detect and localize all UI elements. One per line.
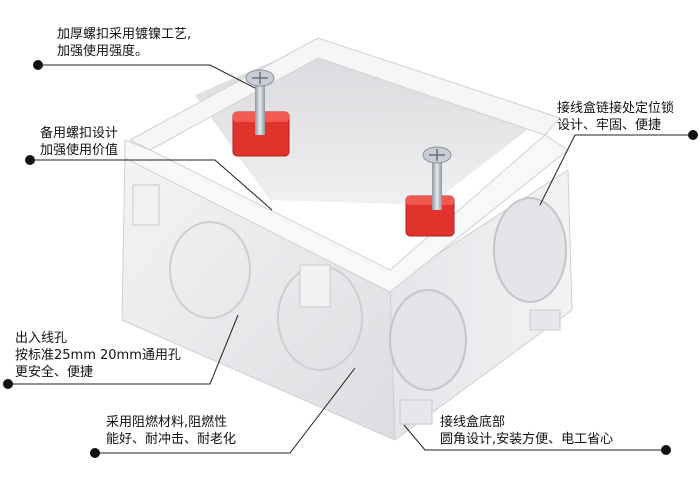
callout-text: 按标准25mm 20mm通用孔 bbox=[15, 348, 181, 363]
callout-spare-screw: 备用螺扣设计 加强使用价值 bbox=[40, 125, 118, 159]
callout-text: 更安全、便捷 bbox=[15, 365, 94, 380]
callout-screw-top: 加厚螺扣采用镀镍工艺, 加强使用强度。 bbox=[57, 26, 191, 60]
callout-lines bbox=[3, 60, 698, 458]
callout-text: 能好、耐冲击、耐老化 bbox=[106, 432, 237, 447]
callout-dot bbox=[25, 155, 35, 165]
callout-line-bottom bbox=[403, 424, 666, 451]
callout-text: 采用阻燃材料,阻燃性 bbox=[106, 415, 228, 430]
callout-line-holes bbox=[8, 314, 239, 385]
screw-shaft bbox=[432, 158, 442, 210]
box-inner bbox=[195, 42, 540, 205]
side-clip bbox=[399, 399, 433, 425]
callout-text: 加强使用价值 bbox=[40, 143, 119, 158]
side-clip bbox=[132, 184, 160, 226]
screw-assembly-left bbox=[232, 69, 290, 157]
callout-text: 接线盒链接处定位锁 bbox=[557, 101, 675, 116]
callout-bottom: 接线盒底部 圆角设计,安装方便、电工省心 bbox=[440, 414, 613, 448]
knockout-hole bbox=[169, 221, 251, 319]
screw-shaft bbox=[255, 80, 265, 135]
screw-assembly-right bbox=[405, 146, 455, 237]
callout-text: 加强使用强度。 bbox=[57, 44, 149, 59]
side-clip bbox=[299, 264, 331, 308]
callout-text: 出入线孔 bbox=[15, 331, 68, 346]
callout-dot bbox=[33, 60, 43, 70]
callout-line-spare-screw bbox=[30, 159, 273, 211]
callout-text: 接线盒底部 bbox=[440, 415, 506, 430]
callout-line-chain-lock bbox=[539, 134, 693, 206]
callout-material: 采用阻燃材料,阻燃性 能好、耐冲击、耐老化 bbox=[106, 414, 236, 448]
callout-line-material bbox=[95, 367, 356, 454]
callout-holes: 出入线孔 按标准25mm 20mm通用孔 更安全、便捷 bbox=[15, 330, 181, 381]
callout-dot bbox=[90, 448, 100, 458]
knockout-hole bbox=[389, 289, 467, 391]
callout-dot bbox=[688, 130, 698, 140]
callout-dot bbox=[661, 445, 671, 455]
callout-chain-lock: 接线盒链接处定位锁 设计、牢固、便捷 bbox=[557, 100, 674, 134]
callout-text: 备用螺扣设计 bbox=[40, 126, 119, 141]
callout-dot bbox=[3, 379, 13, 389]
callout-text: 圆角设计,安装方便、电工省心 bbox=[440, 432, 614, 447]
callout-line-screw-top bbox=[38, 64, 256, 89]
callout-text: 设计、牢固、便捷 bbox=[557, 118, 662, 133]
side-clip bbox=[529, 309, 561, 331]
knockout-hole bbox=[493, 197, 567, 303]
callout-text: 加厚螺扣采用镀镍工艺, bbox=[57, 27, 192, 42]
junction-box bbox=[121, 37, 573, 441]
box-rim-front bbox=[124, 134, 569, 293]
